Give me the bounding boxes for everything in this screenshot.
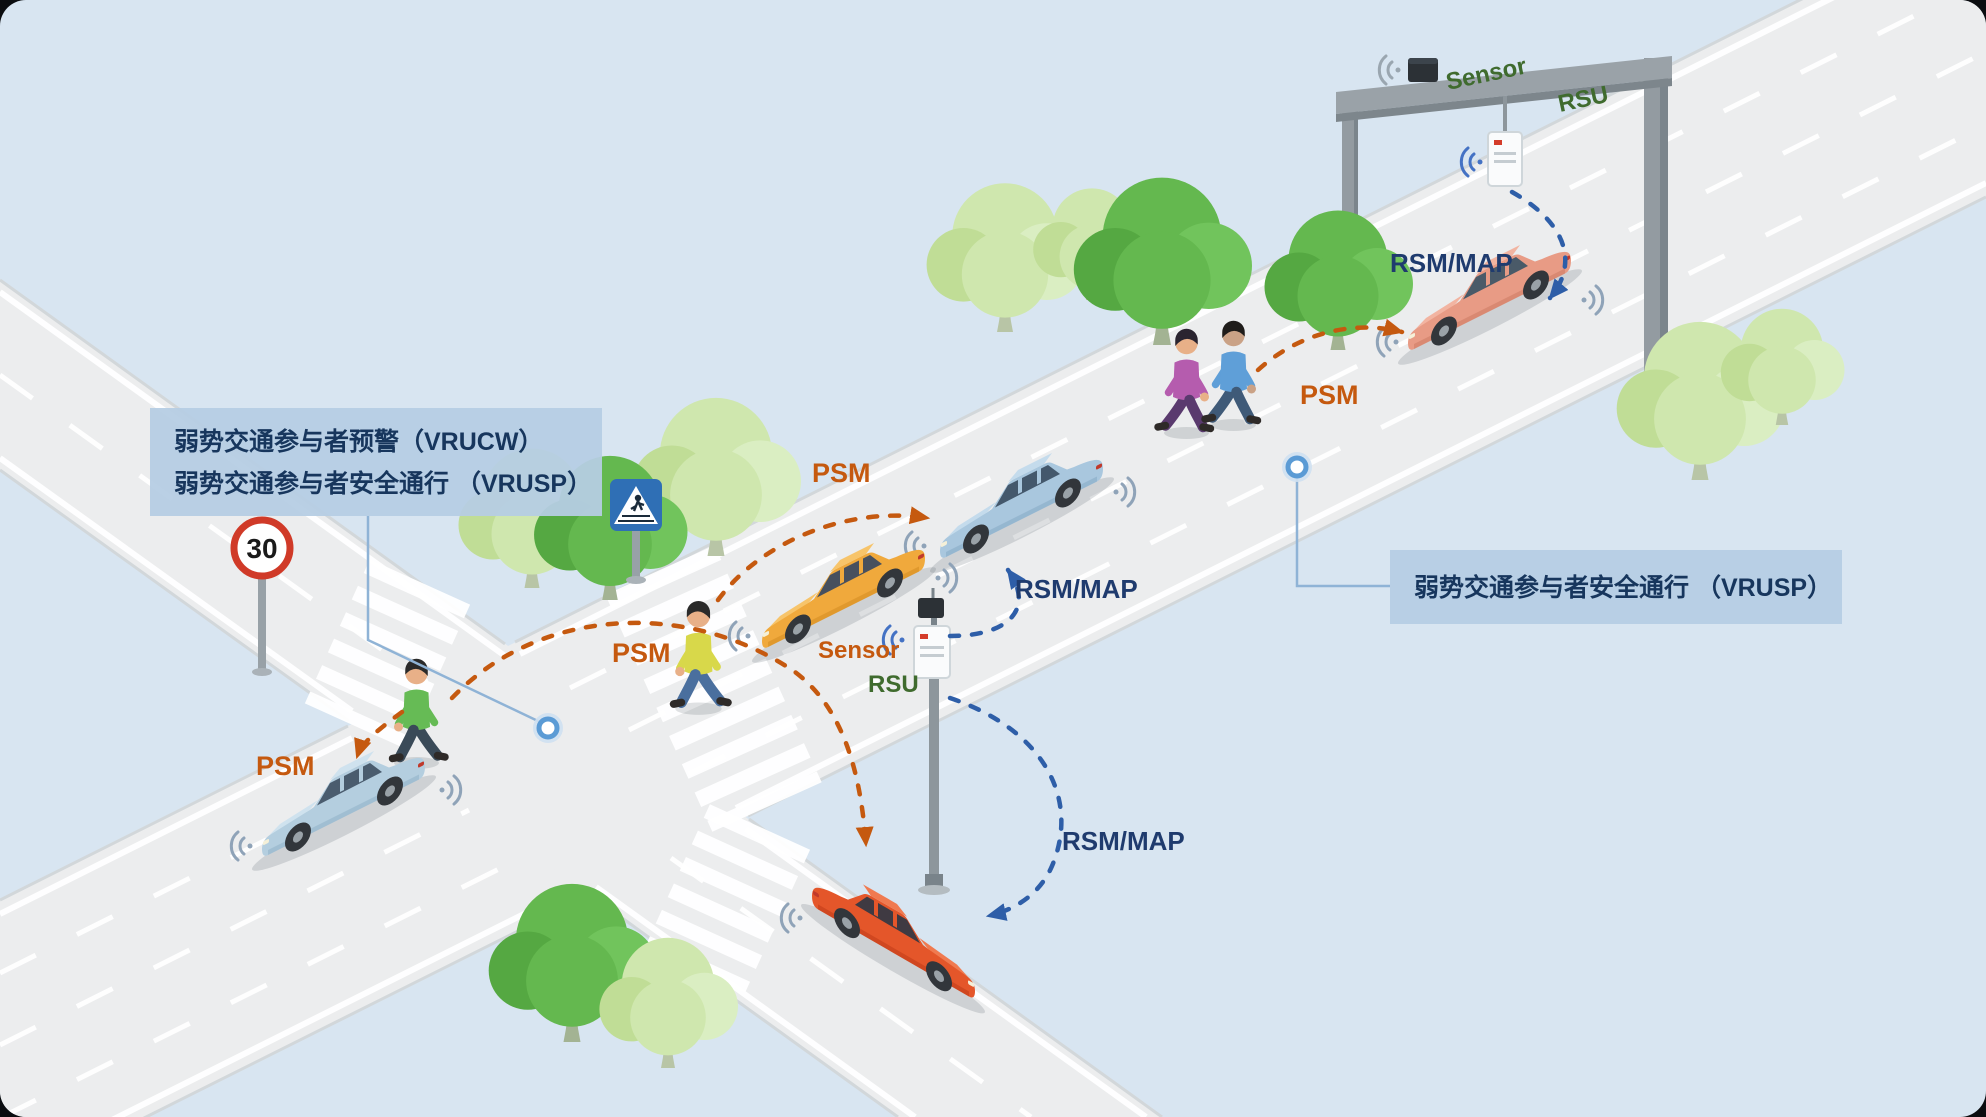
psm-label-bottom: PSM [612,638,671,668]
pole-sensor-label: Sensor [818,637,899,664]
sensor-gantry [1336,54,1672,392]
callout-left-connector [366,516,541,724]
callout-right-line1: 弱势交通参与者安全通行 （VRUSP） [1414,573,1832,602]
rsm-map-arrow-bottom [947,695,1064,921]
psm-arrow-bottom [449,620,874,848]
callout-left-line1: 弱势交通参与者预警（VRUCW） [174,427,543,456]
wifi-signal-icon [1377,54,1402,86]
psm-arrow-mid [715,506,931,603]
callout-right-connector [1295,478,1390,588]
poi-marker-intersection [533,713,563,743]
psm-label-mid: PSM [812,458,871,488]
callout-right-box [1390,550,1842,624]
psm-arrow-left [354,709,405,760]
callout-left: 弱势交通参与者预警（VRUCW） 弱势交通参与者安全通行 （VRUSP） [150,408,602,516]
pole [929,678,939,874]
pole-lidar-sensor-icon [918,598,944,618]
pole-rsu-label: RSU [868,671,919,698]
pedestrian-crossing-sign [610,479,662,584]
callout-left-box [150,408,602,516]
rsm-map-arrow-mid [947,567,1026,639]
speed-limit-sign-icon [230,516,294,580]
psm-arrow-top [1255,318,1405,373]
callout-left-line2: 弱势交通参与者安全通行 （VRUSP） [174,469,592,498]
psm-label-left: PSM [256,751,315,781]
callout-right: 弱势交通参与者安全通行 （VRUSP） [1390,550,1842,624]
gantry-near-post [1644,58,1664,392]
roadside-rsu-pole [881,588,951,895]
poi-marker-roadside [1282,452,1312,482]
rsm-map-label-mid: RSM/MAP [1015,574,1138,604]
speed-limit-sign: 30 [230,516,294,676]
rsm-map-label-bottom: RSM/MAP [1062,826,1185,856]
speed-limit-value: 30 [246,533,277,564]
pole-rsu-unit-icon [913,625,951,679]
psm-label-top: PSM [1300,380,1359,410]
crosswalk-bottom [644,804,811,993]
rsm-map-label-top: RSM/MAP [1390,248,1513,278]
rsm-map-arrow-top [1509,189,1569,301]
gantry-rsu-unit-icon [1487,131,1523,187]
gantry-beam [1336,56,1672,114]
